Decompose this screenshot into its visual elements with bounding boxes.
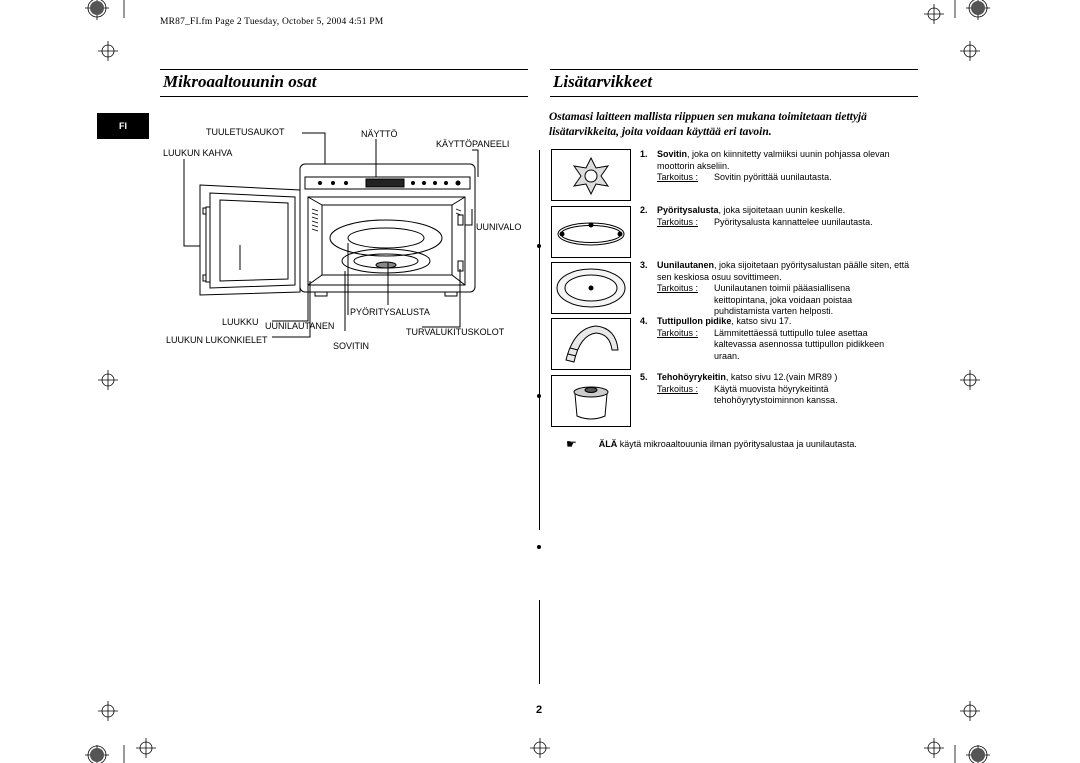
page-number: 2 bbox=[536, 704, 543, 716]
file-header: MR87_FI.fm Page 2 Tuesday, October 5, 20… bbox=[160, 17, 384, 27]
title-rule-top bbox=[160, 69, 528, 70]
turntable-image bbox=[551, 262, 631, 314]
label-turntable: UUNILAUTANEN bbox=[265, 321, 335, 331]
language-tab: FI bbox=[97, 113, 149, 139]
roller-ring-image bbox=[551, 206, 631, 258]
steamer-icon bbox=[573, 386, 609, 420]
title-rule-bottom bbox=[160, 96, 528, 97]
label-display: NÄYTTÖ bbox=[361, 129, 398, 139]
column-divider-lower bbox=[539, 600, 540, 684]
list-item-steamer: 5.Tehohöyrykeitin, katso sivu 12.(vain M… bbox=[640, 372, 838, 405]
title-rule-top-right bbox=[550, 69, 918, 70]
column-divider-upper bbox=[539, 150, 540, 530]
label-coupler: SOVITIN bbox=[333, 341, 370, 351]
list-item-bottle-holder: 4.Tuttipullon pidike, katso sivu 17. Tar… bbox=[640, 316, 885, 361]
section-title-accessories: Lisätarvikkeet bbox=[553, 72, 653, 91]
bottle-holder-icon bbox=[565, 325, 619, 363]
list-item-roller-ring: 2.Pyöritysalusta, joka sijoitetaan uunin… bbox=[640, 205, 873, 227]
divider-dot bbox=[537, 545, 541, 549]
microwave-diagram bbox=[183, 132, 479, 338]
label-door-handle: LUUKUN KAHVA bbox=[163, 148, 233, 158]
label-door: LUUKKU bbox=[222, 317, 259, 327]
label-oven-light: UUNIVALO bbox=[476, 222, 522, 232]
label-vents: TUULETUSAUKOT bbox=[206, 127, 285, 137]
list-item-coupler: 1.Sovitin, joka on kiinnitetty valmiiksi… bbox=[640, 149, 890, 182]
title-rule-bottom-right bbox=[550, 96, 918, 97]
label-control-panel: KÄYTTÖPANEELI bbox=[436, 139, 510, 149]
divider-dot bbox=[537, 394, 541, 398]
coupler-image bbox=[551, 149, 631, 201]
roller-ring-icon bbox=[557, 222, 625, 246]
turntable-icon bbox=[556, 268, 626, 308]
accessories-intro: Ostamasi laitteen mallista riippuen sen … bbox=[549, 111, 867, 138]
warning-note: ☛ ÄLÄ käytä mikroaaltouunia ilman pyörit… bbox=[566, 437, 857, 451]
steamer-image bbox=[551, 375, 631, 427]
divider-dot bbox=[537, 244, 541, 248]
coupler-icon bbox=[572, 156, 610, 196]
section-title-parts: Mikroaaltouunin osat bbox=[163, 72, 317, 91]
label-door-latches: LUUKUN LUKONKIELET bbox=[166, 335, 268, 345]
label-safety-lock-holes: TURVALUKITUSKOLOT bbox=[406, 327, 505, 337]
list-item-turntable: 3.Uunilautanen, joka sijoitetaan pyörity… bbox=[640, 260, 910, 316]
bottle-holder-image bbox=[551, 318, 631, 370]
label-roller-ring: PYÖRITYSALUSTA bbox=[350, 307, 430, 317]
pointing-hand-icon: ☛ bbox=[566, 437, 577, 451]
